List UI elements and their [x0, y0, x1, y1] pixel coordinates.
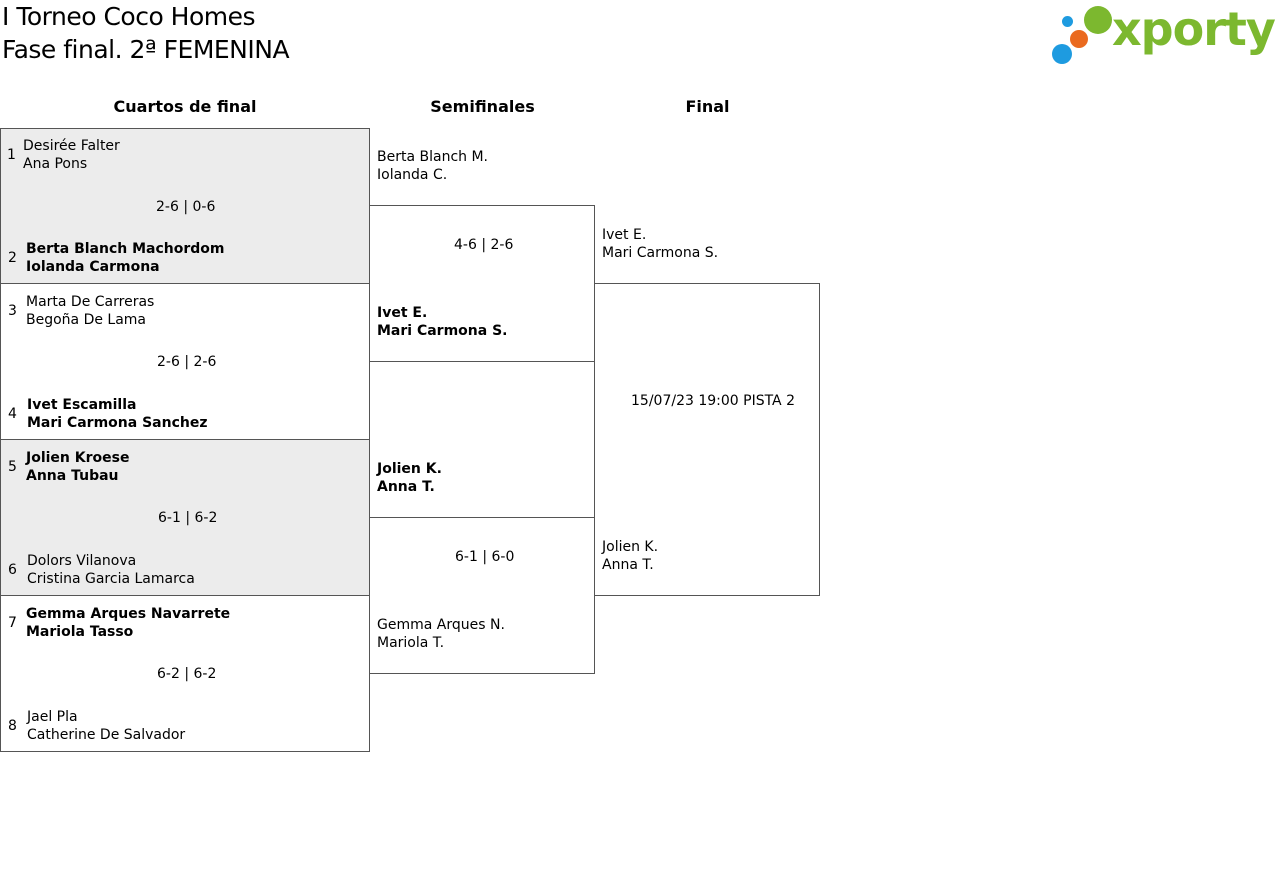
team-names: Jael Pla Catherine De Salvador	[27, 708, 185, 744]
quarterfinal-match-1[interactable]: 1 Desirée Falter Ana Pons 2-6 | 0-6 2 Be…	[0, 128, 370, 284]
player-name: Mariola T.	[377, 635, 445, 651]
seed-number: 1	[7, 147, 16, 163]
seed-number: 7	[8, 615, 17, 631]
match-score: 2-6 | 0-6	[156, 199, 216, 215]
match-score: 2-6 | 2-6	[157, 354, 217, 370]
seed-number: 8	[8, 718, 17, 734]
match-schedule: 15/07/23 19:00 PISTA 2	[631, 393, 795, 409]
semifinal-2-top-team: Jolien K. Anna T.	[377, 460, 442, 496]
player-name: Mari Carmona S.	[377, 323, 508, 339]
team-names-winner: Gemma Arques Navarrete Mariola Tasso	[26, 605, 230, 641]
quarterfinal-match-2[interactable]: 3 Marta De Carreras Begoña De Lama 2-6 |…	[0, 283, 370, 440]
player-name: Berta Blanch Machordom	[26, 241, 225, 257]
quarterfinal-match-3[interactable]: 5 Jolien Kroese Anna Tubau 6-1 | 6-2 6 D…	[0, 439, 370, 596]
team-names: Dolors Vilanova Cristina Garcia Lamarca	[27, 552, 195, 588]
team-names-winner: Jolien Kroese Anna Tubau	[26, 449, 129, 485]
player-name: Jael Pla	[27, 709, 78, 725]
match-score: 6-2 | 6-2	[157, 666, 217, 682]
player-name: Jolien K.	[602, 539, 659, 555]
player-name: Gemma Arques N.	[377, 617, 505, 633]
team-names: Jolien K. Anna T.	[602, 538, 658, 574]
player-name: Marta De Carreras	[26, 294, 155, 310]
seed-number: 3	[8, 303, 17, 319]
seed-number: 5	[8, 459, 17, 475]
logo-wordmark: xporty	[1112, 2, 1276, 56]
team-names-winner: Ivet Escamilla Mari Carmona Sanchez	[27, 396, 207, 432]
player-name: Jolien Kroese	[26, 450, 130, 466]
team-names-winner: Berta Blanch Machordom Iolanda Carmona	[26, 240, 225, 276]
player-name: Mari Carmona Sanchez	[27, 415, 208, 431]
player-name: Catherine De Salvador	[27, 727, 186, 743]
logo-dot-green	[1084, 6, 1112, 34]
logo-dot-orange	[1070, 30, 1088, 48]
player-name: Begoña De Lama	[26, 312, 147, 328]
semifinal-match-1[interactable]: 4-6 | 2-6 Ivet E. Mari Carmona S.	[369, 205, 595, 362]
player-name: Dolors Vilanova	[27, 553, 137, 569]
player-name: Ivet E.	[377, 305, 428, 321]
player-name: Ivet E.	[602, 227, 647, 243]
semifinal-match-2[interactable]: 6-1 | 6-0 Gemma Arques N. Mariola T.	[369, 517, 595, 674]
final-top-team: Ivet E. Mari Carmona S.	[602, 226, 718, 262]
player-name: Anna T.	[602, 557, 654, 573]
seed-number: 2	[8, 250, 17, 266]
seed-number: 4	[8, 406, 17, 422]
player-name: Cristina Garcia Lamarca	[27, 571, 195, 587]
team-names: Desirée Falter Ana Pons	[23, 137, 120, 173]
column-header-final: Final	[685, 97, 730, 116]
final-match[interactable]: 15/07/23 19:00 PISTA 2 Jolien K. Anna T.	[594, 283, 820, 596]
player-name: Ana Pons	[23, 156, 88, 172]
phase-title: Fase final. 2ª FEMENINA	[2, 35, 290, 64]
match-score: 6-1 | 6-0	[455, 549, 515, 565]
player-name: Iolanda Carmona	[26, 259, 160, 275]
tournament-title: I Torneo Coco Homes	[2, 2, 256, 31]
team-names-winner: Ivet E. Mari Carmona S.	[377, 304, 507, 340]
logo-dot-blue	[1052, 44, 1072, 64]
logo-dot-blue-small	[1062, 16, 1073, 27]
xporty-logo[interactable]: xporty	[1050, 4, 1276, 66]
player-name: Iolanda C.	[377, 167, 448, 183]
team-names: Gemma Arques N. Mariola T.	[377, 616, 505, 652]
player-name: Desirée Falter	[23, 138, 120, 154]
player-name: Anna Tubau	[26, 468, 119, 484]
quarterfinal-match-4[interactable]: 7 Gemma Arques Navarrete Mariola Tasso 6…	[0, 595, 370, 752]
column-header-semis: Semifinales	[430, 97, 535, 116]
player-name: Ivet Escamilla	[27, 397, 137, 413]
semifinal-1-top-team: Berta Blanch M. Iolanda C.	[377, 148, 488, 184]
match-score: 4-6 | 2-6	[454, 237, 514, 253]
player-name: Mari Carmona S.	[602, 245, 719, 261]
seed-number: 6	[8, 562, 17, 578]
team-names: Marta De Carreras Begoña De Lama	[26, 293, 154, 329]
player-name: Anna T.	[377, 479, 435, 495]
match-score: 6-1 | 6-2	[158, 510, 218, 526]
player-name: Berta Blanch M.	[377, 149, 488, 165]
column-header-quarters: Cuartos de final	[113, 97, 257, 116]
player-name: Jolien K.	[377, 461, 442, 477]
player-name: Gemma Arques Navarrete	[26, 606, 231, 622]
player-name: Mariola Tasso	[26, 624, 134, 640]
